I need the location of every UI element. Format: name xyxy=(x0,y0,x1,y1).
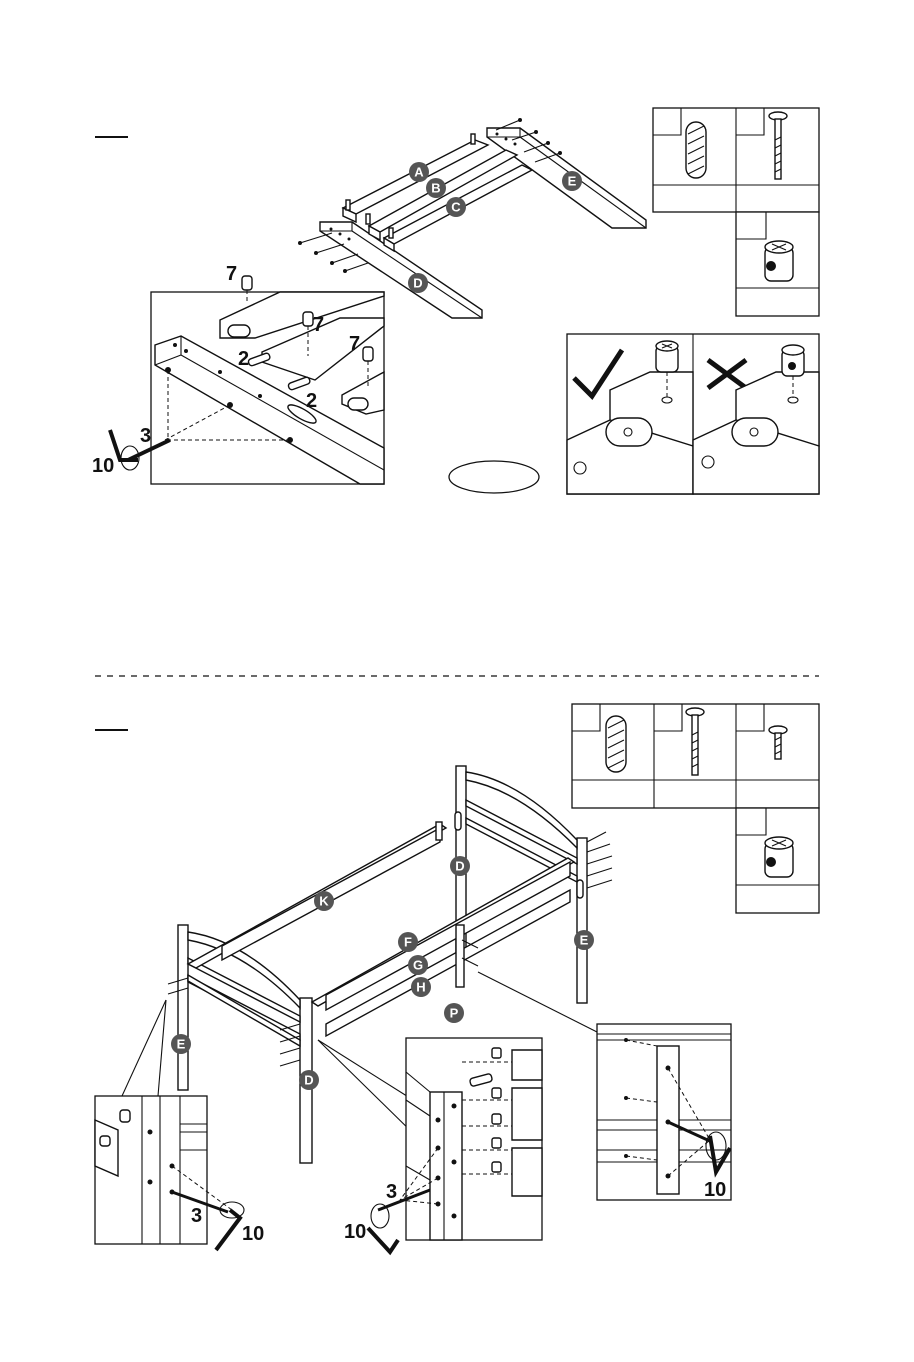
step-2-detail-right: 10 xyxy=(597,1024,731,1201)
allen-key-icon xyxy=(216,1202,244,1250)
callout-7-a: 7 xyxy=(226,263,237,285)
part-label-d-back: D xyxy=(455,859,464,874)
dowel-pin-icon xyxy=(606,716,626,772)
step-1-detail-view: 7 7 7 2 2 3 10 xyxy=(92,263,384,484)
callout-10: 10 xyxy=(92,455,114,477)
barrel-nut-icon xyxy=(765,837,793,877)
callout-3-left: 3 xyxy=(191,1205,202,1227)
step-2-parts-legend xyxy=(572,704,819,913)
part-label-b: B xyxy=(431,181,440,196)
part-label-h: H xyxy=(416,980,425,995)
part-label-e-front: E xyxy=(177,1037,186,1052)
step-2-detail-middle: 3 10 xyxy=(344,1038,542,1252)
part-label-f: F xyxy=(404,935,412,950)
callout-3: 3 xyxy=(140,425,151,447)
allen-key-icon xyxy=(110,430,139,470)
callout-10-left: 10 xyxy=(242,1223,264,1245)
barrel-nut-icon xyxy=(765,241,793,281)
callout-7-b: 7 xyxy=(313,314,324,336)
dowel-pin-icon xyxy=(686,122,706,178)
part-label-e-back: E xyxy=(580,933,589,948)
part-label-d-front: D xyxy=(304,1073,313,1088)
callout-3-middle: 3 xyxy=(386,1181,397,1203)
part-label-p: P xyxy=(450,1006,459,1021)
step-1-parts-legend xyxy=(653,108,819,316)
step-2-detail-left: 3 10 xyxy=(95,1096,264,1250)
part-label-g: G xyxy=(413,958,423,973)
step-1-frame-exploded-view: A B C E D xyxy=(298,118,646,318)
callout-10-middle: 10 xyxy=(344,1221,366,1243)
part-label-c: C xyxy=(451,200,461,215)
callout-2-b: 2 xyxy=(306,390,317,412)
callout-2-a: 2 xyxy=(238,348,249,370)
barrel-nut-orientation-guide xyxy=(567,334,819,494)
count-oval xyxy=(449,461,539,493)
part-label-e: E xyxy=(568,174,577,189)
part-label-k: K xyxy=(319,894,329,909)
callout-10-right: 10 xyxy=(704,1179,726,1201)
part-label-a: A xyxy=(414,165,424,180)
part-label-d: D xyxy=(413,276,422,291)
allen-key-icon xyxy=(368,1204,398,1252)
callout-7-c: 7 xyxy=(349,333,360,355)
